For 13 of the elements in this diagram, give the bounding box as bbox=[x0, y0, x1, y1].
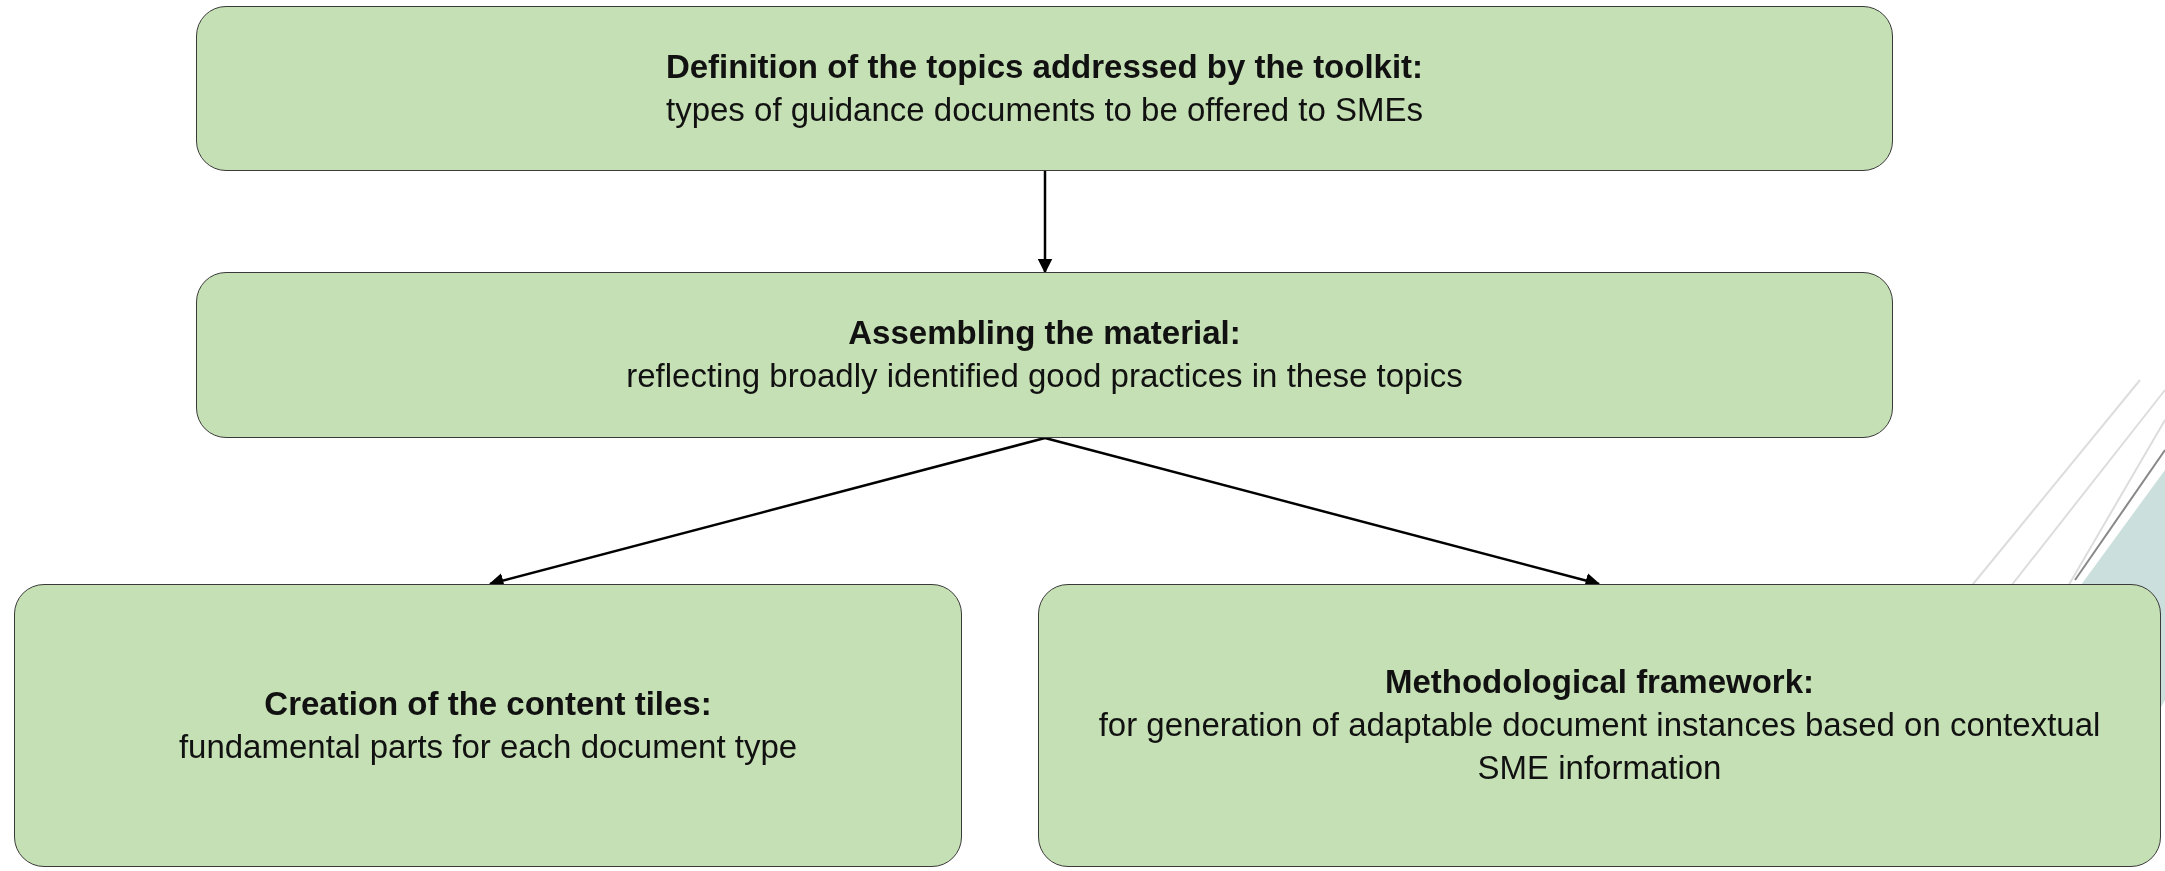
box-description: fundamental parts for each document type bbox=[178, 726, 798, 767]
arrow bbox=[1037, 171, 1053, 274]
box-heading: Assembling the material: bbox=[848, 313, 1241, 354]
box-description: types of guidance documents to be offered to SMEs bbox=[666, 89, 1423, 130]
box-description: reflecting broadly identified good practices in these topics bbox=[626, 356, 1463, 396]
box-heading: Creation of the content tiles: bbox=[264, 683, 712, 724]
box-heading: Methodological framework: bbox=[1384, 662, 1815, 703]
process-box bbox=[196, 6, 1893, 171]
process-box bbox=[14, 584, 962, 867]
process-box bbox=[196, 272, 1893, 438]
box-heading: Definition of the topics addressed by the toolkit: bbox=[665, 46, 1424, 87]
box-description: for generation of adaptable document instances based on contextual SME information bbox=[1097, 705, 2102, 788]
process-box bbox=[1038, 584, 2161, 867]
